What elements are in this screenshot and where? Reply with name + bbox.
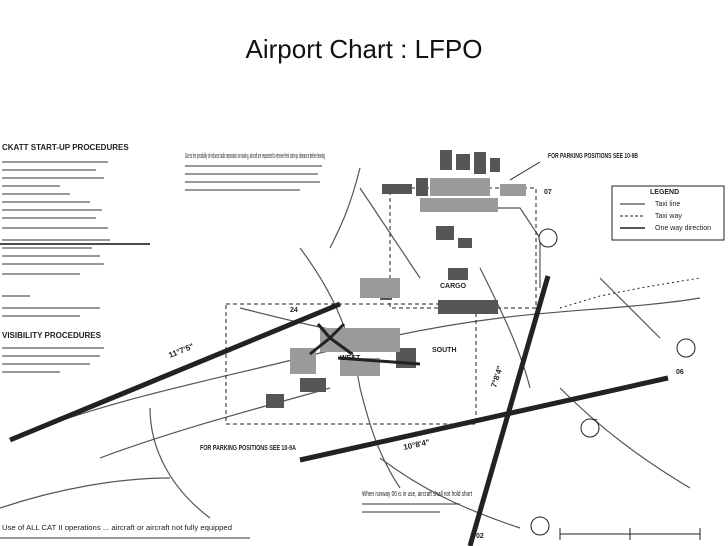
- startup-procedures-header: CKATT START-UP PROCEDURES: [2, 143, 129, 152]
- runway-02-label: 02: [476, 533, 484, 540]
- visibility-procedures-header: VISIBILITY PROCEDURES: [2, 331, 102, 340]
- parking-label-bottom: FOR PARKING POSITIONS SEE 10-9A: [200, 445, 296, 452]
- area-cargo: CARGO: [440, 283, 467, 290]
- legend-box: LEGEND Taxi line Taxi way One way direct…: [611, 185, 725, 241]
- airport-chart: CKATT START-UP PROCEDURES VISIBILITY PRO…: [0, 128, 728, 546]
- scale-bar: [559, 528, 701, 540]
- runway-cross: [467, 275, 551, 546]
- west-terminal: [309, 322, 353, 356]
- top-note: Due to the possibility of reduced radio …: [185, 153, 325, 160]
- runway-end-markers: [530, 228, 696, 536]
- runway-08-label: 07: [544, 189, 552, 196]
- bottom-note: When runway 06 is in use, aircraft shall…: [362, 491, 472, 498]
- boundary-line: [559, 277, 701, 309]
- parking-label-top: FOR PARKING POSITIONS SEE 10-9B: [548, 153, 638, 160]
- runways: [9, 275, 669, 546]
- runway-main-east: [299, 375, 669, 463]
- svg-text:LEGEND: LEGEND: [650, 189, 679, 196]
- footer-note: Use of ALL CAT II operations ... aircraf…: [2, 525, 232, 532]
- runway-main-west: [9, 301, 341, 443]
- svg-text:Taxi way: Taxi way: [655, 213, 682, 220]
- area-west: WEST: [340, 355, 361, 362]
- svg-text:One way direction: One way direction: [655, 225, 711, 232]
- svg-text:Taxi line: Taxi line: [655, 201, 680, 208]
- procedures-text-block: CKATT START-UP PROCEDURES VISIBILITY PRO…: [0, 143, 150, 373]
- area-south: SOUTH: [432, 347, 457, 354]
- taxiway-network: [0, 167, 701, 529]
- runway-26-label: 06: [676, 369, 684, 376]
- page-title: Airport Chart : LFPO: [245, 34, 483, 64]
- runway-24-label: 24: [290, 307, 298, 314]
- top-note-block: Due to the possibility of reduced radio …: [185, 153, 325, 191]
